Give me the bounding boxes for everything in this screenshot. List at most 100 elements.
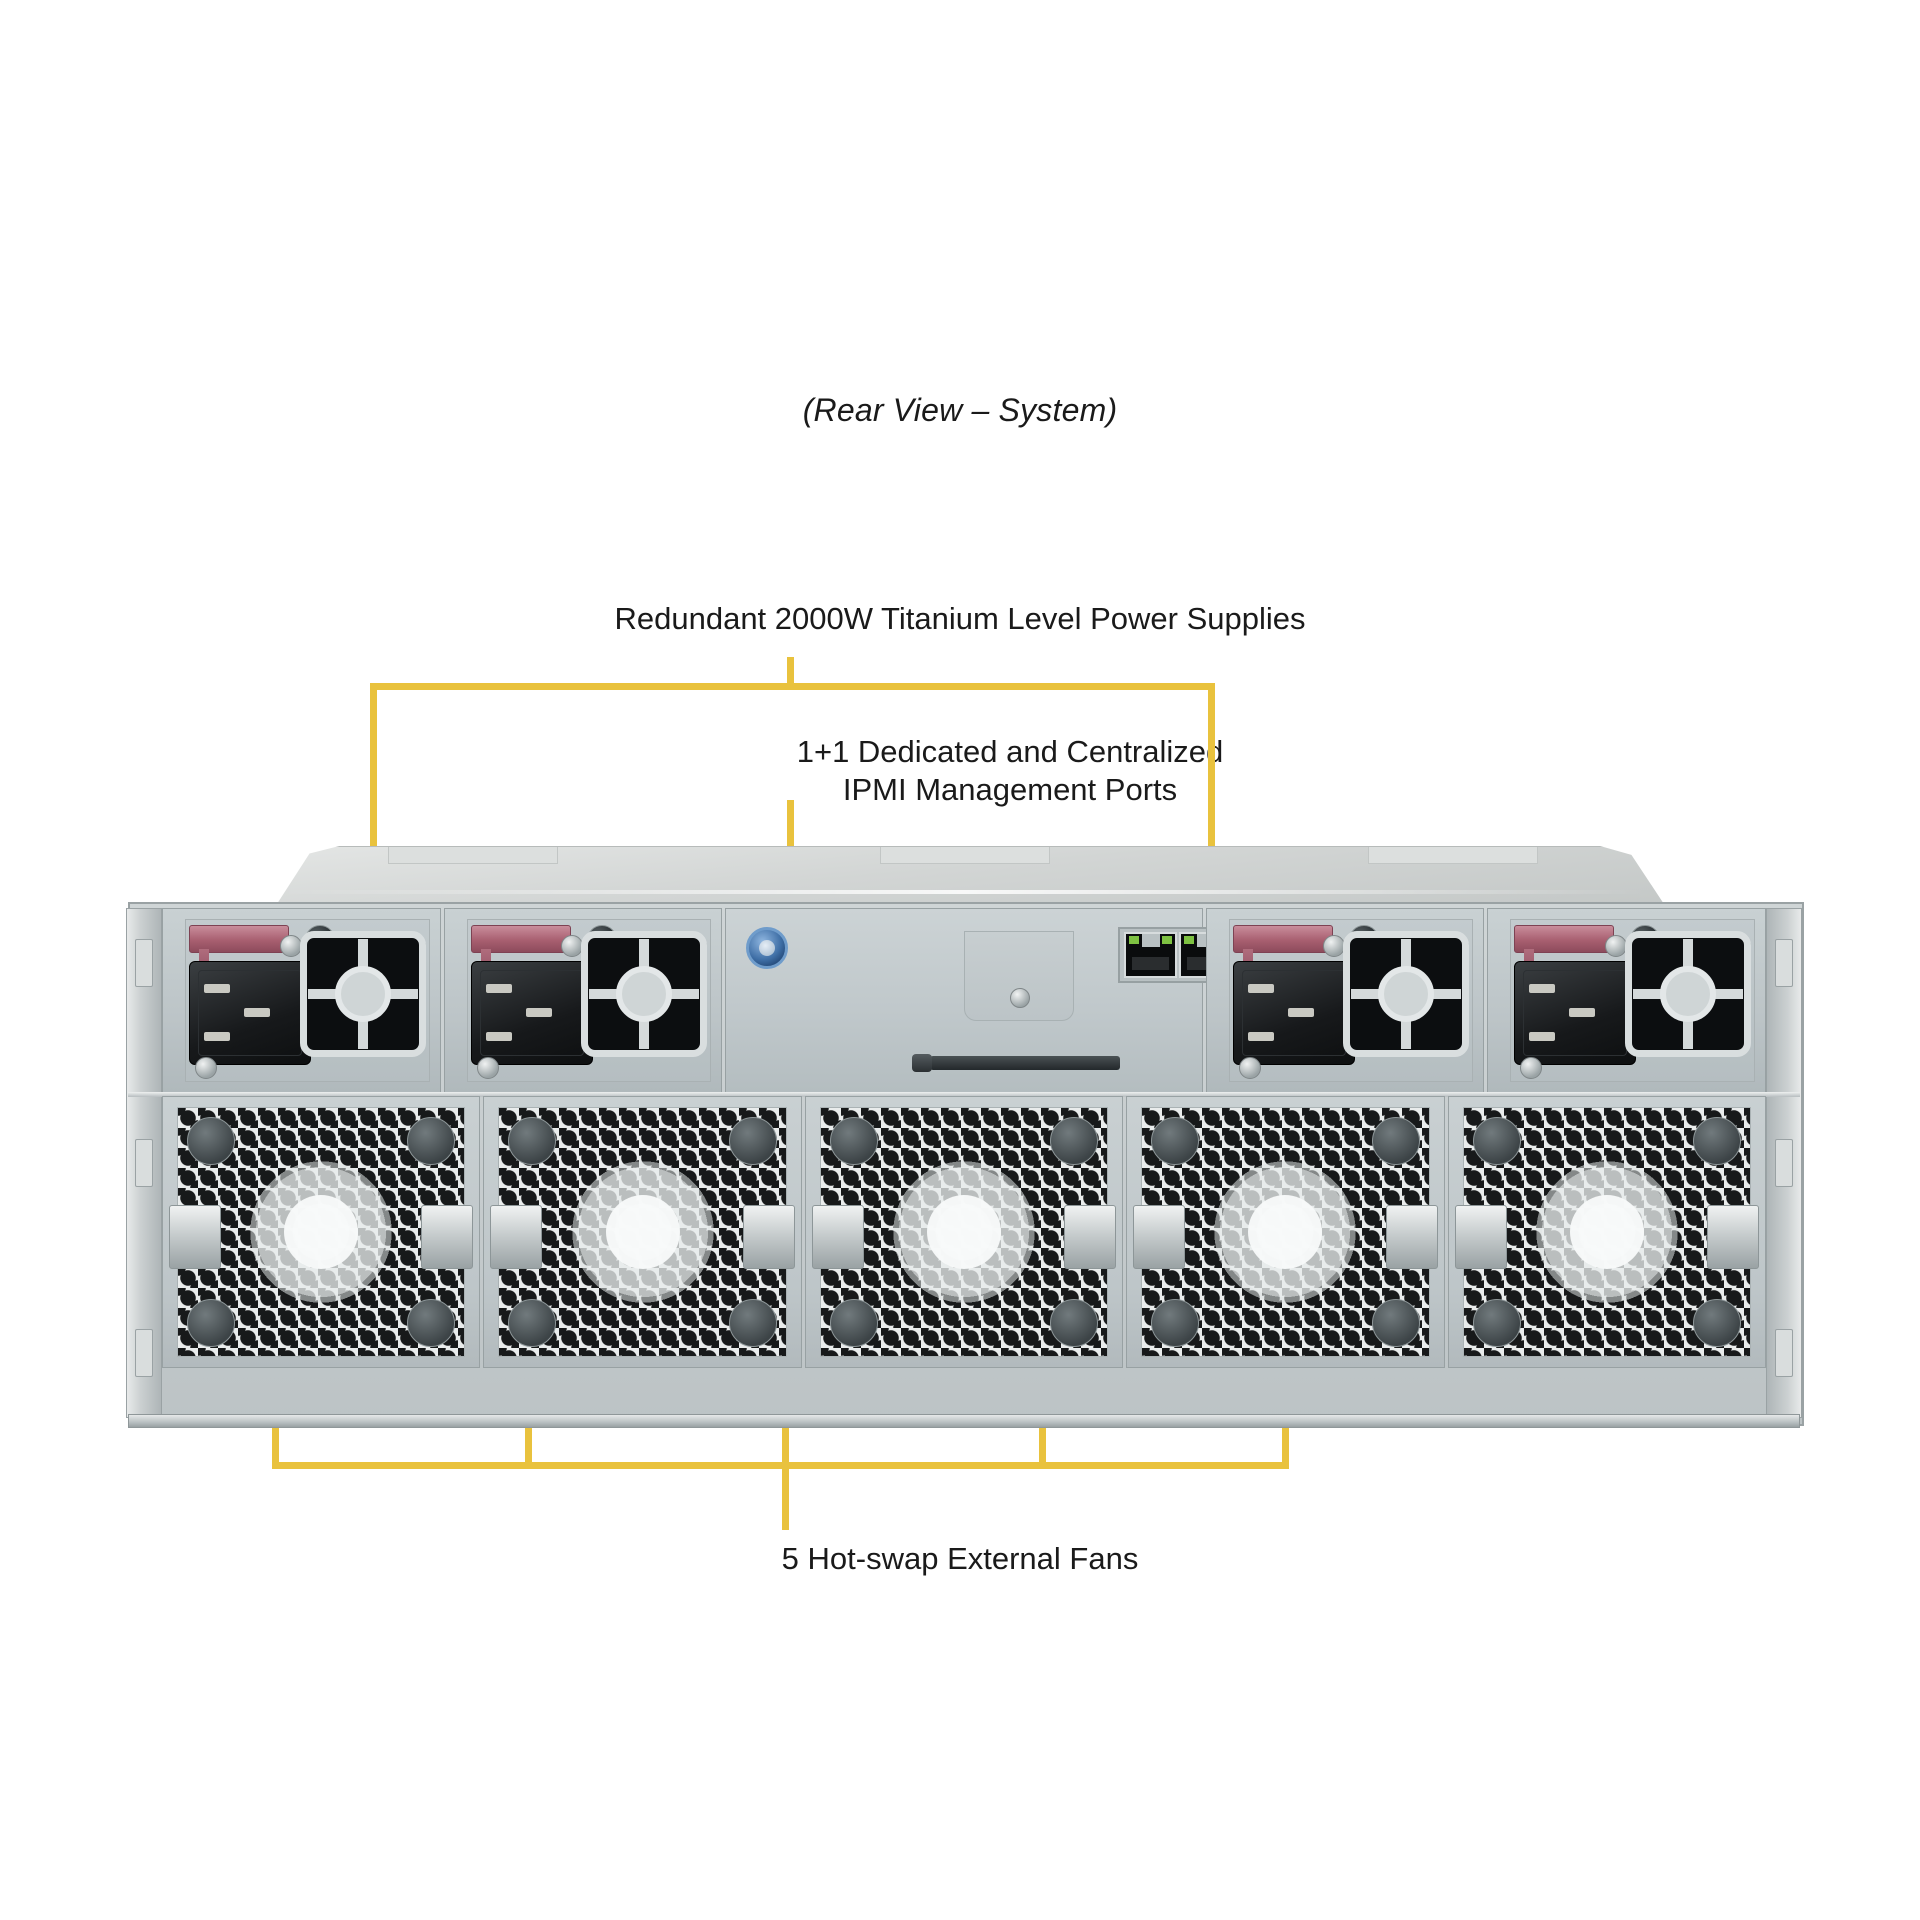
fan-pull-handle-left[interactable] (1454, 1205, 1507, 1269)
fan-grommet (1472, 1299, 1521, 1347)
server-chassis (126, 846, 1804, 1428)
fan-pull-handle-right[interactable] (421, 1205, 474, 1269)
fan-grommet (508, 1299, 557, 1347)
fan-grommet (1050, 1117, 1099, 1165)
fan-grommet (728, 1299, 777, 1347)
fan-pull-handle-left[interactable] (811, 1205, 864, 1269)
fan-grommet (1151, 1117, 1200, 1165)
c14-pin (204, 1032, 230, 1041)
rj45-port-1[interactable] (1124, 932, 1178, 978)
lid-seam (278, 890, 1648, 894)
c14-pin (1247, 984, 1274, 993)
fan-grommet (829, 1117, 878, 1165)
psu-c14-power-inlet[interactable] (1514, 961, 1637, 1065)
rack-ear-tab (135, 1329, 153, 1377)
psu-exhaust-fan (1625, 931, 1751, 1057)
fan-grommet (1050, 1299, 1099, 1347)
rj45-link-led (1184, 936, 1195, 944)
fan-pull-handle-right[interactable] (1707, 1205, 1760, 1269)
callout-drop-psu-right (1208, 683, 1215, 898)
psu-fan-hub (1378, 966, 1435, 1022)
fan-grommet (508, 1117, 557, 1165)
fan-grommet (1371, 1117, 1420, 1165)
hot-swap-fan-module-3[interactable] (804, 1096, 1124, 1368)
fan-grommet (187, 1117, 235, 1165)
lid-notch-left (388, 847, 558, 864)
psu-screw (195, 1057, 217, 1079)
callout-bracket-external-fans (272, 1462, 1289, 1469)
psu-fan-hub (616, 966, 673, 1022)
lid-notch-center (880, 847, 1050, 864)
callout-label-ipmi-ports: 1+1 Dedicated and Centralized IPMI Manag… (796, 734, 1224, 807)
c14-pin (1529, 984, 1556, 993)
psu-release-latch[interactable] (1514, 925, 1615, 953)
c14-pin (525, 1008, 552, 1017)
page-title: (Rear View – System) (802, 392, 1118, 428)
fan-pull-handle-left[interactable] (490, 1205, 543, 1269)
hot-swap-fan-module-5[interactable] (1447, 1096, 1767, 1368)
power-supply-module-1[interactable] (162, 908, 441, 1093)
rack-ear-tab (135, 939, 153, 987)
fan-pull-handle-right[interactable] (742, 1205, 795, 1269)
fan-grommet (728, 1117, 777, 1165)
psu-c14-power-inlet[interactable] (470, 961, 593, 1065)
ipmi-management-module[interactable] (725, 908, 1239, 1093)
hot-swap-fan-module-2[interactable] (483, 1096, 802, 1368)
external-fan-row (162, 1096, 1767, 1368)
psu-screw (1238, 1057, 1261, 1079)
fan-grommet (829, 1299, 878, 1347)
psu-screw (1520, 1057, 1543, 1079)
power-supply-module-3[interactable] (1205, 908, 1485, 1093)
rj45-activity-led (1162, 936, 1173, 944)
psu-screw (279, 935, 302, 957)
fan-pull-handle-right[interactable] (1385, 1205, 1438, 1269)
rack-ear-tab (1775, 1139, 1793, 1187)
psu-exhaust-fan (299, 931, 426, 1057)
hot-swap-fan-module-4[interactable] (1126, 1096, 1445, 1368)
rack-ear-left (126, 908, 162, 1418)
psu-fan-hub (334, 966, 391, 1022)
fan-grommet (407, 1117, 456, 1165)
ipmi-thumbscrew-left[interactable] (746, 927, 789, 969)
fan-grommet (187, 1299, 235, 1347)
fan-pull-handle-left[interactable] (1133, 1205, 1186, 1269)
chassis-row-divider (128, 1092, 1800, 1097)
callout-stem-power-supplies (787, 657, 794, 689)
ipmi-pull-handle[interactable] (912, 1054, 1121, 1072)
psu-release-latch[interactable] (470, 925, 571, 953)
fan-grommet (1151, 1299, 1200, 1347)
callout-bracket-power-supplies (370, 683, 1215, 690)
psu-c14-power-inlet[interactable] (189, 961, 311, 1065)
c14-pin (1529, 1032, 1556, 1041)
psu-c14-power-inlet[interactable] (1232, 961, 1355, 1065)
c14-pin (244, 1008, 270, 1017)
fan-grommet (1693, 1117, 1742, 1165)
c14-pin (204, 984, 230, 993)
psu-release-latch[interactable] (1232, 925, 1333, 953)
power-supply-module-4[interactable] (1487, 908, 1766, 1093)
callout-stem-external-fans (782, 1462, 789, 1530)
psu-release-latch[interactable] (189, 925, 289, 953)
c14-pin (485, 984, 512, 993)
rack-ear-tab (1775, 1329, 1793, 1377)
rack-ear-right (1766, 908, 1802, 1418)
fan-pull-handle-left[interactable] (169, 1205, 221, 1269)
fan-grommet (407, 1299, 456, 1347)
power-supply-module-2[interactable] (443, 908, 723, 1093)
psu-exhaust-fan (1343, 931, 1470, 1057)
psu-screw (1605, 935, 1627, 957)
ipmi-plate-screw (1010, 988, 1031, 1008)
ipmi-blank-plate (964, 931, 1075, 1021)
psu-fan-hub (1660, 966, 1716, 1022)
chassis-base-strip (128, 1414, 1800, 1428)
callout-label-power-supplies: Redundant 2000W Titanium Level Power Sup… (614, 601, 1306, 636)
c14-pin (1569, 1008, 1596, 1017)
callout-drop-psu-left (370, 683, 377, 898)
fan-pull-handle-right[interactable] (1064, 1205, 1117, 1269)
c14-pin (1247, 1032, 1274, 1041)
hot-swap-fan-module-1[interactable] (162, 1096, 481, 1368)
callout-label-external-fans: 5 Hot-swap External Fans (781, 1541, 1139, 1576)
rj45-contact-slot (1132, 957, 1170, 970)
rj45-link-led (1129, 936, 1140, 944)
c14-pin (485, 1032, 512, 1041)
